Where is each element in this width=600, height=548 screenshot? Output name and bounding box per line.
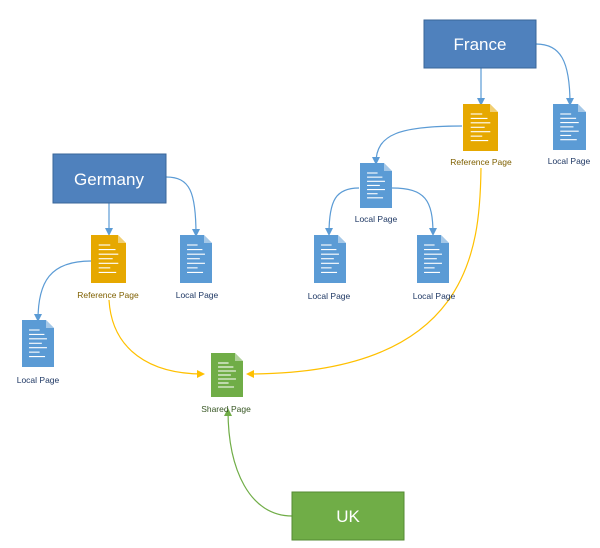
germany-ref-document-icon[interactable] (91, 235, 126, 283)
shared-page-label: Shared Page (201, 404, 251, 414)
france-reference-label: Reference Page (450, 157, 512, 167)
germany-box (52, 153, 167, 204)
germany-reference-label: Reference Page (77, 290, 139, 300)
uk-label: UK (336, 507, 360, 526)
germany-local-right-document-icon[interactable] (180, 235, 212, 283)
france-label: France (454, 35, 507, 54)
france-local-left-document-icon[interactable] (314, 235, 346, 283)
connector-germany-ref-to-local-left (34, 260, 92, 322)
france-local-right-label: Local Page (548, 156, 591, 166)
uk-node[interactable]: UK (291, 491, 405, 541)
connector-france-ref-to-shared (246, 167, 482, 378)
germany-local-left-label: Local Page (17, 375, 60, 385)
document-fold (338, 235, 346, 243)
germany-label: Germany (74, 170, 144, 189)
document-fold (235, 353, 243, 361)
connector-uk-to-shared (224, 408, 293, 517)
france-node[interactable]: France (423, 19, 537, 69)
connector-local-mid-to-local-right2 (391, 187, 437, 236)
germany-node[interactable]: Germany (52, 153, 167, 204)
connector-germany-to-local-right (165, 176, 200, 237)
connector-france-to-local-right (535, 43, 574, 106)
document-labels: Reference Page Local Page Local Page Loc… (17, 156, 591, 414)
france-local-right2-label: Local Page (413, 291, 456, 301)
document-fold (578, 104, 586, 112)
document-fold (46, 320, 54, 328)
document-fold (490, 104, 498, 112)
france-local-right-document-icon[interactable] (553, 104, 586, 150)
connectors (34, 43, 574, 517)
france-ref-document-icon[interactable] (463, 104, 498, 151)
connector-germany-ref-to-shared (108, 299, 205, 378)
germany-local-left-document-icon[interactable] (22, 320, 54, 367)
document-nodes (22, 104, 586, 397)
connector-local-mid-to-local-left (325, 187, 360, 236)
document-fold (441, 235, 449, 243)
france-box (423, 19, 537, 69)
document-fold (384, 163, 392, 171)
germany-local-right-label: Local Page (176, 290, 219, 300)
france-local-mid-label: Local Page (355, 214, 398, 224)
shared-document-icon[interactable] (211, 353, 243, 397)
uk-box (291, 491, 405, 541)
france-local-mid-document-icon[interactable] (360, 163, 392, 208)
france-local-left-label: Local Page (308, 291, 351, 301)
connector-france-ref-to-local-mid (372, 125, 463, 165)
document-fold (204, 235, 212, 243)
france-local-right2-document-icon[interactable] (417, 235, 449, 283)
document-fold (118, 235, 126, 243)
